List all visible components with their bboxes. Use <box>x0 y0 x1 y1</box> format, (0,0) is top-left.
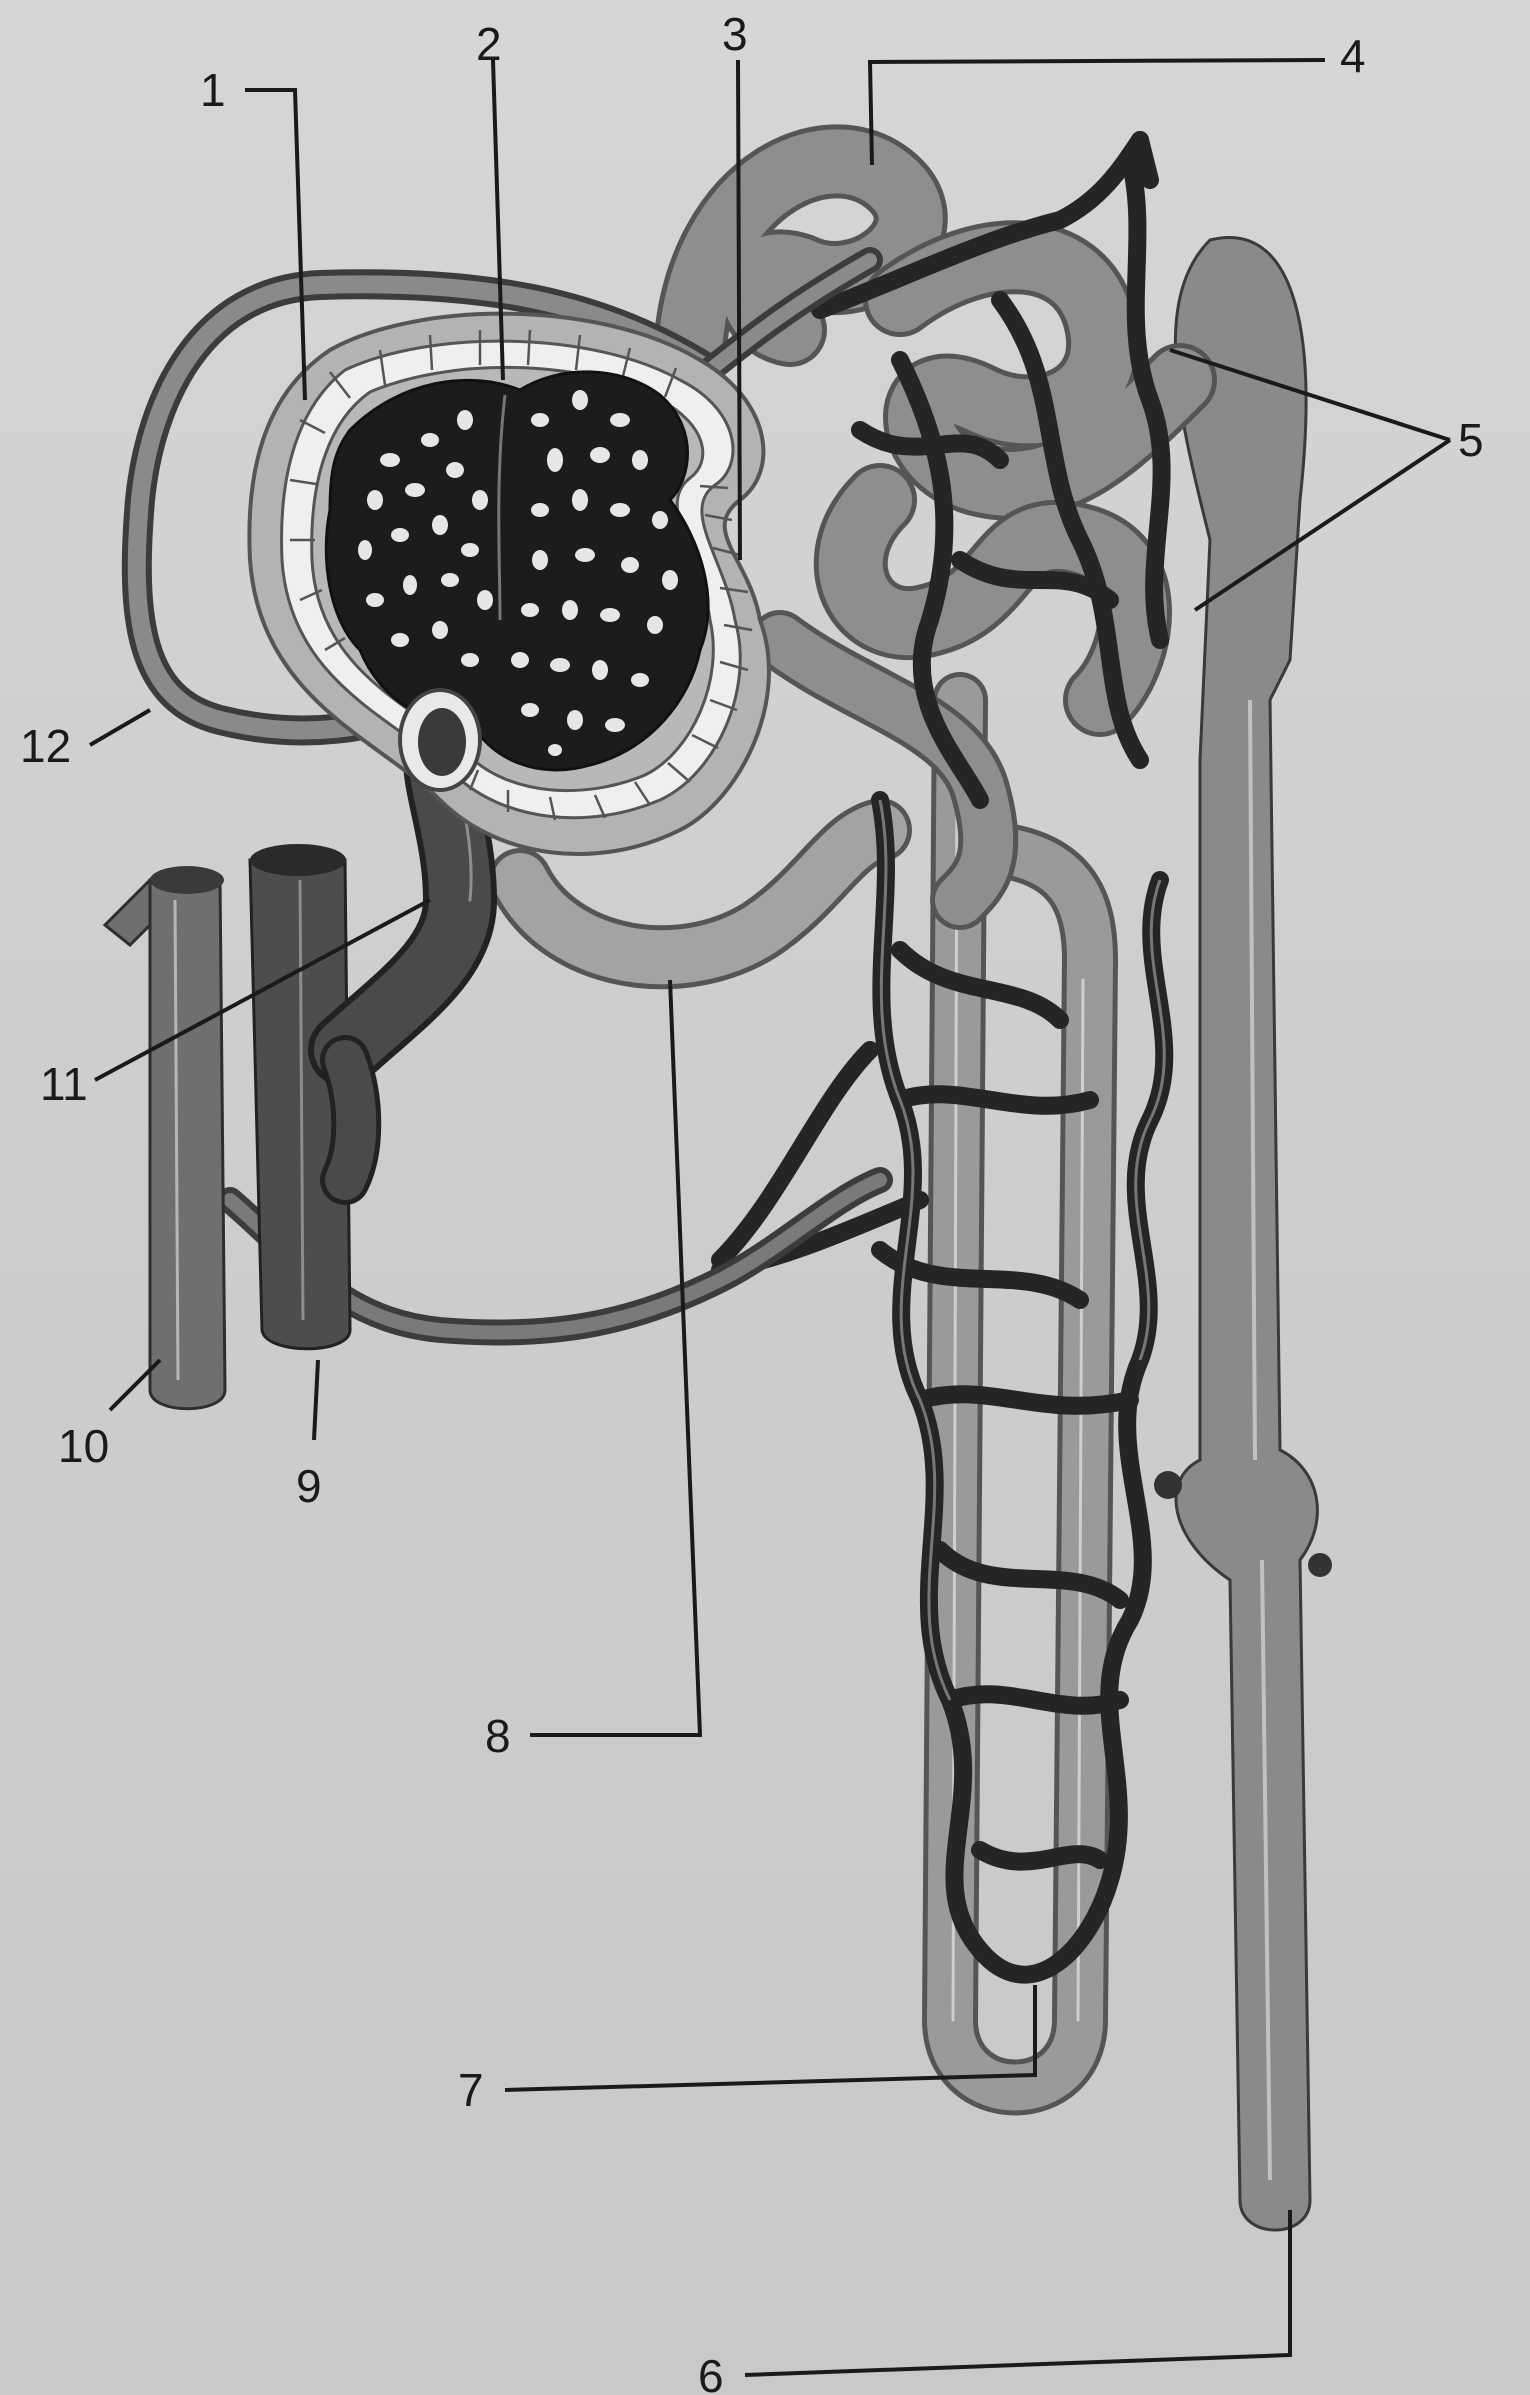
label-10: 10 <box>58 1420 109 1472</box>
afferent-arteriole <box>345 760 471 1180</box>
label-9: 9 <box>296 1460 322 1512</box>
label-6: 6 <box>698 2350 724 2395</box>
label-4: 4 <box>1340 30 1366 82</box>
label-11: 11 <box>40 1058 88 1110</box>
label-2: 2 <box>476 18 502 70</box>
interlobular-vessels <box>105 844 350 1409</box>
leader-4 <box>870 60 1325 165</box>
leader-9 <box>314 1360 318 1440</box>
label-12: 12 <box>20 720 71 772</box>
leader-8 <box>530 980 700 1735</box>
label-7: 7 <box>458 2064 484 2116</box>
leader-6 <box>745 2210 1290 2375</box>
arteriole-stub <box>400 690 480 790</box>
leader-1 <box>245 90 305 400</box>
label-5: 5 <box>1458 414 1484 466</box>
label-3: 3 <box>722 8 748 60</box>
leader-12 <box>90 710 150 745</box>
label-8: 8 <box>485 1710 511 1762</box>
leader-3 <box>738 60 740 560</box>
label-1: 1 <box>200 64 226 116</box>
